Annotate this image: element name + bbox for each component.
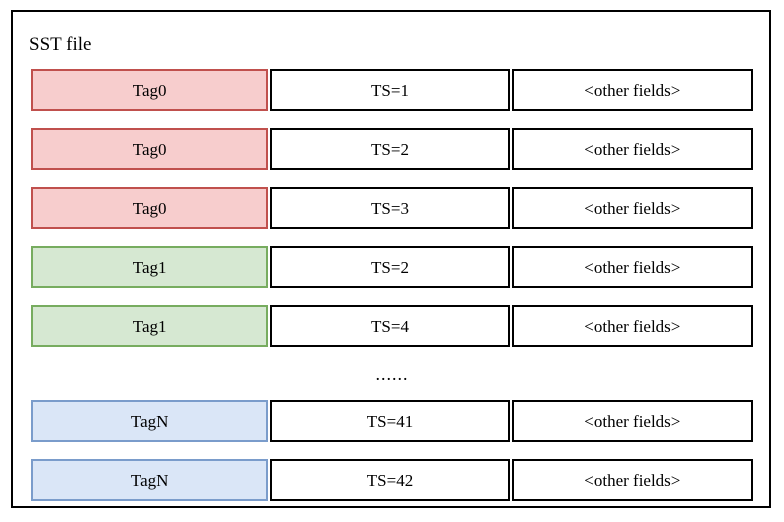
timestamp-cell: TS=4	[270, 305, 510, 347]
ellipsis-row: ......	[31, 364, 753, 392]
tag-cell: Tag0	[31, 69, 269, 111]
other-fields-cell: <other fields>	[511, 69, 753, 111]
other-fields-cell: <other fields>	[511, 305, 753, 347]
ellipsis-label: ......	[375, 364, 409, 384]
other-fields-cell: <other fields>	[511, 400, 753, 442]
other-fields-cell: <other fields>	[511, 128, 753, 170]
timestamp-cell: TS=2	[270, 128, 510, 170]
sst-file-title: SST file	[29, 34, 92, 55]
sst-entry-row: Tag0 TS=1 <other fields>	[31, 69, 753, 111]
tag-cell: TagN	[31, 459, 269, 501]
timestamp-cell: TS=1	[270, 69, 510, 111]
sst-entry-row: Tag1 TS=4 <other fields>	[31, 305, 753, 347]
timestamp-cell: TS=2	[270, 246, 510, 288]
tag-cell: Tag1	[31, 305, 269, 347]
timestamp-cell: TS=3	[270, 187, 510, 229]
other-fields-cell: <other fields>	[511, 187, 753, 229]
sst-entry-row: TagN TS=41 <other fields>	[31, 400, 753, 442]
other-fields-cell: <other fields>	[511, 246, 753, 288]
other-fields-cell: <other fields>	[511, 459, 753, 501]
sst-entry-row: Tag0 TS=2 <other fields>	[31, 128, 753, 170]
tag-cell: Tag0	[31, 128, 269, 170]
timestamp-cell: TS=41	[270, 400, 510, 442]
sst-entry-list: Tag0 TS=1 <other fields> Tag0 TS=2 <othe…	[31, 69, 753, 518]
tag-cell: Tag0	[31, 187, 269, 229]
sst-entry-row: Tag0 TS=3 <other fields>	[31, 187, 753, 229]
tag-cell: TagN	[31, 400, 269, 442]
sst-entry-row: TagN TS=42 <other fields>	[31, 459, 753, 501]
sst-entry-row: Tag1 TS=2 <other fields>	[31, 246, 753, 288]
timestamp-cell: TS=42	[270, 459, 510, 501]
tag-cell: Tag1	[31, 246, 269, 288]
